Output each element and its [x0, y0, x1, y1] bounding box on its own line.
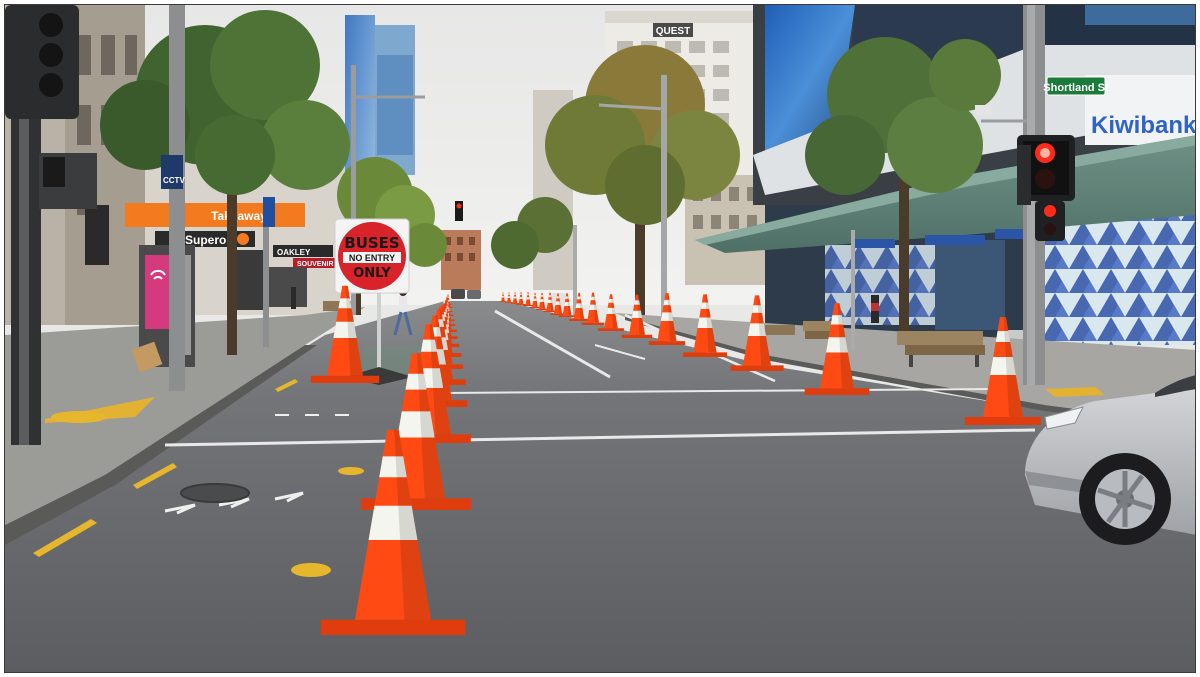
traffic-cone — [516, 292, 526, 305]
traffic-cone — [523, 291, 533, 306]
street-scene: QUEST Kiwibank — [5, 5, 1196, 672]
traffic-cone — [543, 292, 557, 312]
bus-sign-line2: NO ENTRY — [349, 253, 395, 263]
phone-kiosk — [131, 245, 195, 373]
supero-logo-icon — [237, 233, 249, 245]
yellow-markings — [33, 379, 364, 577]
hotel-sign: QUEST — [656, 26, 690, 37]
silver-car — [1025, 375, 1195, 545]
distant-vehicles — [451, 289, 569, 305]
road-markings — [164, 301, 1036, 447]
traffic-cone — [310, 285, 380, 383]
oakley-sign: OAKLEY — [277, 248, 311, 257]
traffic-cone — [598, 294, 624, 331]
traffic-cone — [535, 292, 549, 310]
right-traffic-light — [1017, 135, 1075, 241]
left-traffic-light — [5, 5, 97, 209]
cctv-camera-icon — [975, 105, 1027, 123]
tree-right — [805, 37, 1001, 335]
souvenir-sign: SOUVENIR — [297, 261, 334, 268]
traffic-cone — [965, 317, 1041, 425]
bus-sign: BUSES NO ENTRY ONLY — [334, 218, 413, 385]
traffic-cone — [569, 292, 589, 321]
manhole-cover — [180, 483, 250, 503]
street-name-sign: Shortland St — [1043, 76, 1109, 96]
traffic-cones — [310, 285, 1041, 635]
traffic-cone — [550, 293, 566, 315]
tree-center — [491, 45, 740, 315]
photo-frame: QUEST Kiwibank — [4, 4, 1196, 673]
left-footpath — [5, 307, 365, 525]
traffic-cone — [621, 294, 653, 338]
benches — [323, 301, 985, 367]
traffic-cone — [558, 293, 576, 317]
bus-sign-line1: BUSES — [344, 234, 399, 252]
traffic-cone — [499, 292, 507, 302]
tree-left — [100, 10, 350, 355]
traffic-cone — [510, 292, 520, 304]
pedestrian-far — [291, 287, 879, 323]
traffic-cone — [730, 295, 784, 371]
svg-text:Shortland St: Shortland St — [1043, 82, 1109, 94]
supero-sign: Supero — [185, 233, 226, 247]
traffic-cone — [581, 292, 605, 325]
traffic-cone — [682, 294, 728, 357]
road-surface — [5, 301, 1195, 672]
traffic-cone — [505, 292, 513, 303]
green-bus-lane — [355, 345, 425, 375]
road-dashes — [164, 414, 349, 515]
bus-sign-line3: ONLY — [353, 266, 391, 281]
traffic-cone — [804, 303, 870, 395]
center-traffic-light — [455, 201, 463, 221]
cctv-sign — [161, 155, 183, 189]
bank-sign: Kiwibank — [1091, 112, 1196, 139]
traffic-cone — [529, 292, 541, 308]
traffic-cone — [648, 293, 686, 345]
left-poles — [11, 5, 425, 445]
cctv-label: CCTV — [163, 176, 185, 185]
traffic-cone — [320, 429, 466, 635]
orange-shop-sign: Takeaway — [211, 209, 267, 223]
